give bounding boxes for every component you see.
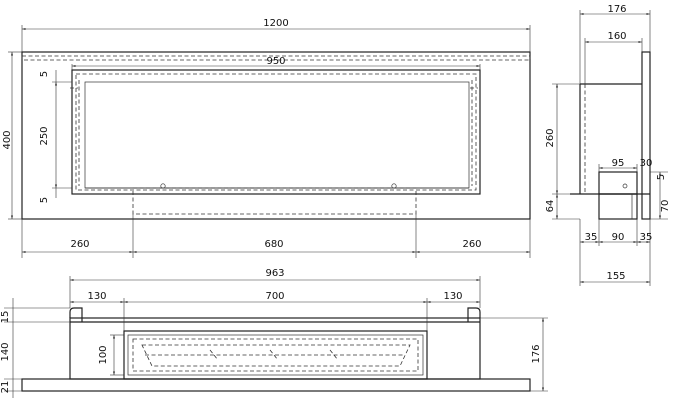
top-burner-tray — [141, 344, 411, 367]
top-left-lip — [69, 307, 83, 322]
front-opening-dashed — [75, 73, 477, 191]
dim-side-total-depth: 176 — [607, 4, 626, 15]
dim-bottom-gap: 5 — [39, 197, 50, 203]
front-burner-box — [132, 187, 417, 215]
dim-top-depth: 100 — [98, 345, 109, 364]
top-burner-outer — [123, 330, 428, 380]
dim-side-base-right: 35 — [640, 232, 653, 243]
dim-center-width: 680 — [264, 239, 283, 250]
side-burner-top — [598, 171, 638, 195]
front-glass-window — [84, 81, 470, 189]
dim-front-height: 400 — [2, 130, 13, 149]
dim-top-rim: 15 — [0, 311, 11, 324]
top-right-lip — [467, 307, 481, 322]
front-top-dashed-band — [21, 55, 531, 61]
dim-side-small-gap: 5 — [656, 174, 667, 180]
dim-side-burner-height: 70 — [660, 200, 671, 213]
side-knob — [622, 183, 628, 189]
dim-opening-height: 250 — [39, 126, 50, 145]
top-base-plate — [21, 378, 531, 392]
dim-top-left-margin: 130 — [87, 291, 106, 302]
side-back-panel — [641, 51, 651, 220]
dim-top-right-margin: 130 — [443, 291, 462, 302]
dim-top-center-width: 700 — [265, 291, 284, 302]
dim-opening-width: 950 — [266, 56, 285, 67]
dim-right-offset: 260 — [462, 239, 481, 250]
dim-side-inner-depth: 160 — [607, 31, 626, 42]
dim-side-bottom: 64 — [545, 200, 556, 213]
dim-side-height: 260 — [545, 128, 556, 147]
front-knob-left — [160, 183, 166, 189]
front-view: 1200 950 400 250 5 5 260 680 260 — [2, 18, 531, 258]
dim-side-base-left: 35 — [585, 232, 598, 243]
dim-front-width: 1200 — [263, 18, 288, 29]
dim-side-lip: 30 — [640, 158, 653, 169]
dim-side-burner-width: 95 — [612, 158, 625, 169]
dim-top-bottom: 21 — [0, 381, 11, 394]
front-knob-right — [391, 183, 397, 189]
dim-left-offset: 260 — [70, 239, 89, 250]
front-outer-frame — [21, 51, 531, 220]
dim-top-gap: 5 — [39, 71, 50, 77]
top-burner-dashed — [132, 338, 419, 372]
side-view: 176 160 260 64 95 30 5 70 — [545, 4, 671, 286]
top-body — [69, 317, 481, 380]
dim-top-width: 963 — [265, 268, 284, 279]
dim-side-base-center: 90 — [612, 232, 625, 243]
dim-top-total-height: 176 — [531, 344, 542, 363]
front-opening-outer — [71, 69, 481, 195]
top-burner-inner — [127, 334, 424, 376]
dim-side-base-total: 155 — [606, 271, 625, 282]
side-burner-bottom — [598, 193, 638, 220]
top-view: 963 130 700 130 15 140 21 100 176 — [0, 268, 548, 398]
dim-top-middle: 140 — [0, 342, 11, 361]
